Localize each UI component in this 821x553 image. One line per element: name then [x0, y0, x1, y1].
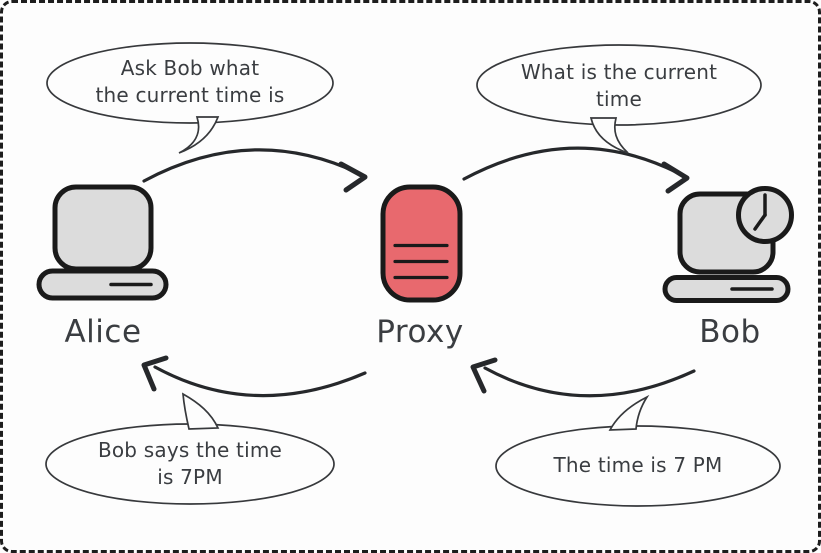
bob-label: Bob: [699, 314, 761, 350]
bubble-text-line: the current time is: [95, 83, 285, 107]
arrowhead-proxy-to-bob-icon: [661, 161, 690, 194]
alice-computer-icon: [36, 184, 169, 301]
computer-base: [662, 275, 791, 303]
clock-hour-hand: [753, 213, 767, 231]
speech-bubble-alice-request: [46, 42, 334, 154]
proxy-label: Proxy: [376, 314, 464, 350]
speech-bubble-proxy-reply: [45, 392, 335, 505]
bubble-ellipse: [46, 42, 334, 124]
speech-bubble-proxy-request: [476, 44, 762, 154]
bubble-tail: [182, 392, 220, 430]
clock-icon: [736, 186, 794, 244]
computer-base: [36, 268, 169, 301]
bob-computer-icon: [662, 186, 794, 303]
bubble-proxy-reply-text: Bob says the time is 7PM: [40, 437, 340, 491]
arrow-proxy-to-bob-line: [462, 146, 678, 181]
bubble-text-line: Ask Bob what: [120, 56, 260, 80]
arrow-proxy-to-alice: [141, 355, 367, 398]
bubble-bob-reply-text: The time is 7 PM: [488, 452, 788, 479]
arrow-proxy-to-alice-line: [153, 365, 367, 398]
server-body: [380, 184, 463, 303]
bubble-proxy-request-text: What is the current time: [469, 59, 769, 113]
alice-label: Alice: [64, 314, 142, 350]
bubble-text-line: time: [596, 87, 642, 111]
bubble-text-line: Bob says the time: [97, 438, 283, 462]
arrow-alice-to-proxy: [142, 148, 368, 193]
bubble-ellipse: [495, 425, 781, 507]
arrow-bob-to-proxy-line: [483, 366, 696, 398]
arrow-alice-to-proxy-line: [142, 148, 360, 183]
arrow-bob-to-proxy: [470, 357, 696, 398]
bubble-ellipse: [476, 44, 762, 126]
arrow-proxy-to-bob: [462, 146, 690, 194]
arrowhead-proxy-to-alice-icon: [141, 355, 169, 392]
bubble-tail: [608, 394, 650, 431]
bubble-text-line: is 7PM: [157, 465, 223, 489]
proxy-server-icon: [380, 184, 463, 303]
arrowhead-bob-to-proxy-icon: [470, 357, 498, 394]
bubble-text-line: The time is 7 PM: [553, 453, 723, 477]
arrowhead-alice-to-proxy-icon: [338, 161, 368, 193]
bubble-tail: [589, 117, 629, 154]
bubble-tail: [178, 116, 220, 154]
speech-bubble-bob-reply: [495, 394, 781, 507]
diagram-shapes: [36, 42, 794, 507]
bubble-alice-request-text: Ask Bob what the current time is: [40, 55, 340, 109]
computer-screen: [52, 184, 154, 272]
bubble-text-line: What is the current: [520, 60, 718, 84]
